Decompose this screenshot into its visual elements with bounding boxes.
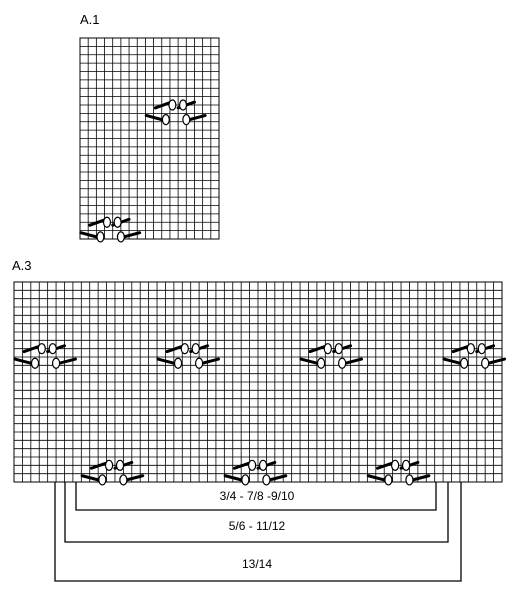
size-bracket-2: 5/6 - 11/12 <box>64 482 449 543</box>
size-bracket-1-label: 3/4 - 7/8 -9/10 <box>220 489 295 503</box>
chart-a3-grid <box>13 281 507 486</box>
chart-a1-title: A.1 <box>80 12 100 27</box>
size-bracket-3: 13/14 <box>54 482 462 582</box>
cable-symbol <box>442 343 507 369</box>
cable-symbol <box>80 459 145 486</box>
cable-symbol <box>79 216 142 243</box>
cable-symbol <box>13 343 77 369</box>
size-bracket-3-label: 13/14 <box>242 557 272 571</box>
a3-frame <box>13 281 503 483</box>
cable-symbol <box>223 459 288 486</box>
cable-symbol <box>156 343 220 369</box>
cable-symbol <box>144 99 207 126</box>
cable-symbol <box>299 343 363 369</box>
chart-a3-title: A.3 <box>12 258 32 273</box>
chart-a1-grid <box>79 37 220 243</box>
cable-symbol <box>366 459 431 486</box>
size-bracket-2-label: 5/6 - 11/12 <box>229 519 286 533</box>
a1-frame <box>79 37 220 240</box>
size-bracket-1: 3/4 - 7/8 -9/10 <box>75 482 437 511</box>
